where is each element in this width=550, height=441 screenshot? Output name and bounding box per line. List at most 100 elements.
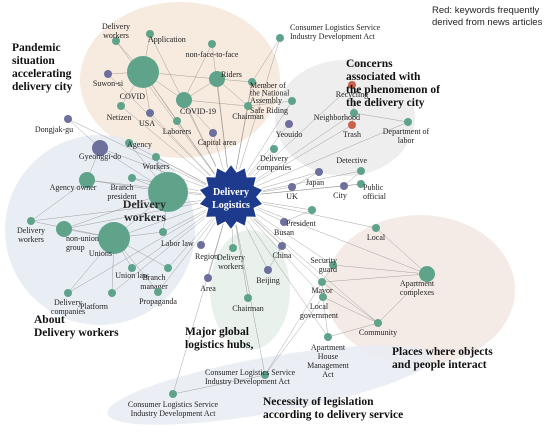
node-dot (324, 333, 332, 341)
node-label: Unions (89, 249, 112, 258)
node-label: Region (195, 252, 218, 261)
cluster-title-line: and people interact (392, 359, 487, 371)
node-local: Local (367, 224, 386, 242)
edge-chairman_top-safe_riding (247, 100, 293, 107)
node-label: Propaganda (139, 297, 177, 306)
cluster-title-line: according to delivery service (263, 409, 404, 421)
node-region: Region (195, 241, 218, 261)
node-dot (348, 121, 356, 129)
cluster-title-pandemic: Pandemic situation accelerating delivery… (12, 42, 72, 94)
node-label: Netizen (107, 113, 132, 122)
cluster-title-concerns: Concerns associated with the phenomenon … (346, 58, 440, 110)
cluster-bg-concerns (275, 60, 415, 176)
node-dot (329, 261, 337, 269)
node-detective: Detective (336, 156, 367, 175)
node-trash: Trash (343, 121, 361, 139)
node-covid: COVID (120, 56, 159, 101)
node-label: Labor law (161, 239, 194, 248)
node-president: President (286, 206, 317, 228)
cluster-bg-hubs (210, 230, 290, 350)
node-dot (112, 37, 120, 45)
node-dot (146, 109, 154, 117)
node-dot (350, 109, 358, 117)
edge-chairman_top-member_na (247, 81, 253, 107)
node-label: Agency owner (50, 183, 97, 192)
node-chairman-top: Chairman (232, 102, 264, 121)
edge-center-dw_left (30, 196, 232, 222)
node-dot (209, 71, 225, 87)
node-dot (98, 222, 130, 254)
cluster-title-line: Pandemic (12, 42, 61, 54)
cluster-title-line: delivery city (12, 81, 73, 93)
node-agency: Agency (125, 139, 152, 149)
node-dot (169, 390, 177, 398)
edge-agency_owner-dw_left (30, 179, 88, 222)
node-dot (64, 115, 72, 123)
node-label: Busan (274, 228, 294, 237)
node-label: Gyeonggi-do (79, 152, 121, 161)
edge-community-apt_house_mgmt (327, 322, 379, 338)
edge-neighborhood-recycling (351, 84, 355, 114)
node-dot (357, 167, 365, 175)
center-hub-label-2: Logistics (212, 200, 250, 211)
node-netizen: Netizen (107, 102, 132, 122)
node-label: COVID (120, 92, 146, 101)
node-label: Community (359, 328, 397, 337)
cluster-bg-legislation (107, 345, 433, 425)
node-platform: Platform (80, 289, 116, 311)
node-dot (104, 70, 112, 78)
legend: Red: keywords frequently derived from ne… (432, 5, 542, 29)
node-dot (270, 145, 278, 153)
node-beijing: Beijing (256, 266, 280, 285)
node-label: non-face-to-face (186, 50, 239, 59)
node-dot (117, 102, 125, 110)
node-uk: UK (286, 183, 298, 201)
center-hub-star (197, 162, 265, 232)
node-label: Union law (115, 271, 149, 280)
node-dot (204, 274, 212, 282)
node-dot (280, 218, 288, 226)
edge-apartment_complexes-mayor (321, 273, 428, 283)
edge-center-dept_labor (230, 121, 409, 198)
node-dot (244, 294, 252, 302)
node-gyeonggi: Gyeonggi-do (79, 140, 121, 161)
cluster-title-line: accelerating (12, 68, 72, 80)
node-dot (229, 244, 237, 252)
node-application: Application (146, 30, 186, 44)
node-recycling: Recycling (336, 81, 368, 99)
node-dot (152, 153, 160, 161)
cluster-title-line: Necessity of legislation (263, 396, 374, 408)
node-dot (319, 293, 327, 301)
cluster-title-places: Places where objects and people interact (392, 346, 493, 372)
node-dot (357, 180, 365, 188)
node-dot (288, 183, 296, 191)
node-dot (374, 319, 382, 327)
node-label: Yeouido (276, 130, 303, 139)
node-dot (285, 120, 293, 128)
node-dot (146, 30, 154, 38)
edge-neighborhood-dept_labor (353, 112, 409, 123)
edge-center-dongjak (67, 118, 232, 198)
node-dot (173, 117, 181, 125)
node-dot (318, 278, 326, 286)
node-dot (278, 242, 286, 250)
node-suwon: Suwon-si (93, 70, 124, 88)
